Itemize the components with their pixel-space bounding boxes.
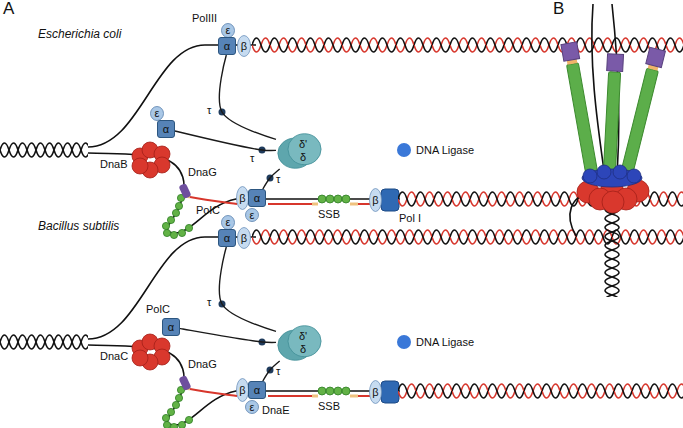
beta-clamp: β — [237, 227, 251, 249]
subunit-letter: β — [372, 387, 378, 398]
subunit-letter: α — [163, 124, 169, 135]
subunit-letter: δ' — [299, 331, 307, 342]
panel-letter: B — [553, 0, 564, 19]
subunit-letter: τ — [276, 173, 280, 185]
subunit-letter: δ' — [299, 139, 307, 150]
beta-clamp: β — [369, 380, 382, 404]
alpha-subunit: α — [248, 381, 266, 399]
subunit-letter: α — [224, 41, 230, 52]
subunit-letter: β — [241, 41, 247, 52]
subunit-letter: τ — [207, 296, 211, 308]
protein-name: DnaG — [188, 358, 217, 370]
subunit-letter: β — [239, 193, 245, 204]
polymerase-name: PolC — [146, 303, 170, 315]
protein-name: SSB — [318, 400, 340, 412]
protein-name: DnaB — [100, 158, 128, 170]
protein-name: DnaG — [188, 166, 217, 178]
subunit-letter: β — [372, 195, 378, 206]
alpha-subunit: α — [248, 189, 266, 207]
epsilon-subunit: ε — [221, 215, 235, 230]
epsilon-subunit: ε — [245, 400, 259, 414]
helicase-model — [561, 4, 665, 297]
subunit-letter: α — [254, 385, 260, 396]
epsilon-subunit: ε — [221, 23, 235, 38]
subunit-letter: ε — [250, 402, 255, 413]
protein-name: DNA Ligase — [416, 336, 474, 348]
organism-name: Bacillus subtilis — [38, 220, 119, 233]
tau-tether — [219, 247, 276, 331]
polymerase-name: PolIII — [192, 12, 217, 24]
alpha-subunit: α — [218, 229, 236, 247]
subunit-letter: α — [168, 322, 174, 333]
subunit-letter: ε — [250, 210, 255, 221]
subunit-letter: β — [239, 385, 245, 396]
clamp-loader: δ' δ — [276, 133, 322, 169]
tau-tether — [263, 361, 280, 381]
protein-name: DnaE — [262, 404, 290, 416]
subunit-letter: β — [241, 233, 247, 244]
subunit-letter: α — [254, 193, 260, 204]
polymerase-name: PolC — [196, 204, 220, 216]
subunit-letter: α — [224, 233, 230, 244]
beta-clamp: β — [369, 188, 382, 212]
panel-letter: A — [3, 0, 14, 19]
subunit-letter: ε — [226, 217, 231, 228]
subunit-letter: τ — [250, 152, 254, 164]
tau-tether — [219, 55, 276, 139]
alpha-subunit: α — [218, 37, 236, 55]
epsilon-subunit: ε — [245, 208, 259, 222]
clamp-loader: δ' δ — [276, 325, 322, 361]
protein-name: DnaC — [100, 350, 128, 362]
subunit-letter: ε — [226, 25, 231, 36]
beta-clamp: β — [237, 35, 251, 57]
ecoli-fork — [0, 35, 683, 239]
alpha-subunit: α — [157, 120, 175, 138]
tau-tether — [263, 169, 280, 189]
subunit-letter: ε — [155, 108, 160, 119]
subunit-letter: τ — [276, 365, 280, 377]
subunit-letter: δ — [300, 152, 306, 163]
protein-name: DNA Ligase — [416, 144, 474, 156]
protein-name: Pol I — [399, 212, 421, 224]
organism-name: Escherichia coli — [38, 28, 121, 41]
bsubtilis-fork — [0, 227, 683, 428]
alpha-subunit: α — [162, 318, 180, 336]
epsilon-subunit: ε — [150, 106, 164, 121]
subunit-letter: τ — [207, 104, 211, 116]
tau-tether — [180, 328, 276, 342]
protein-name: SSB — [318, 208, 340, 220]
subunit-letter: δ — [300, 344, 306, 355]
tau-tether — [175, 131, 276, 151]
